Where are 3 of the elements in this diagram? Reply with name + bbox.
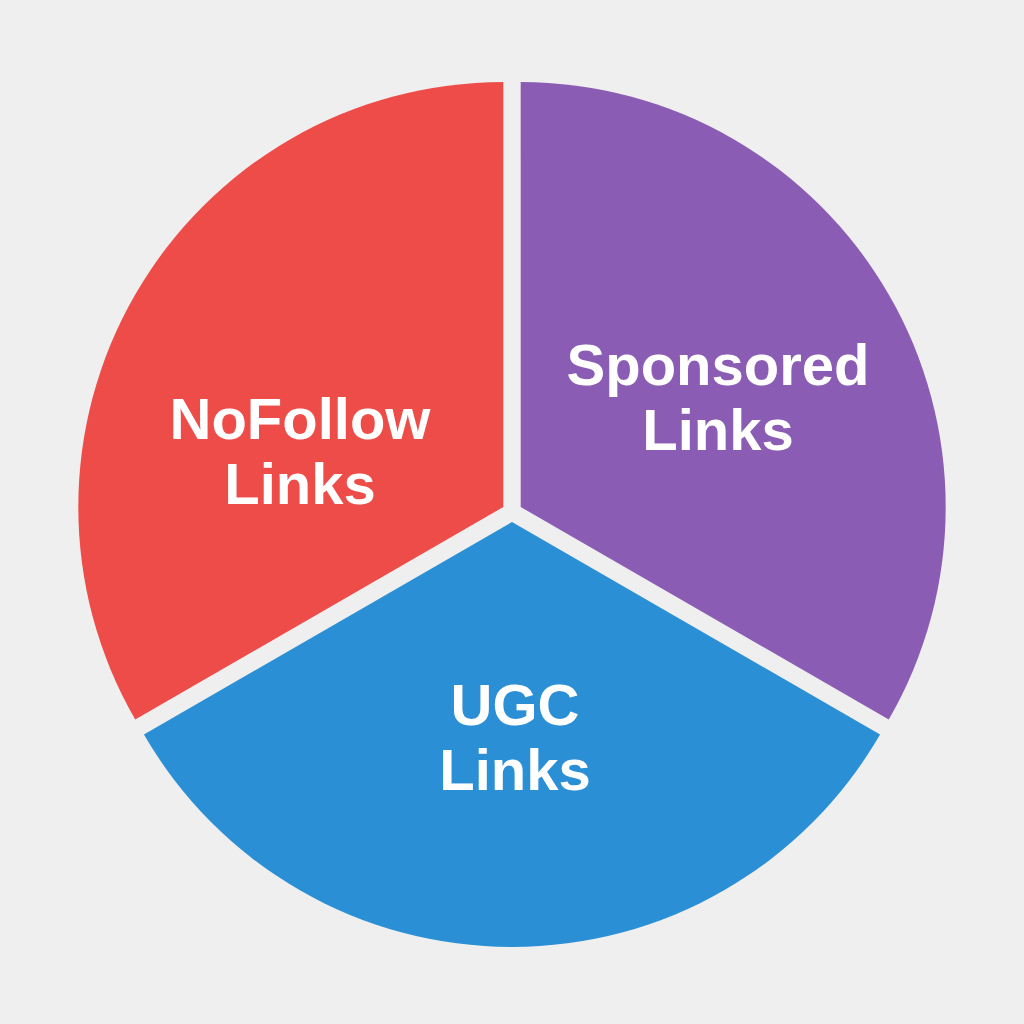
slice-label: Sponsored Links <box>565 333 871 463</box>
slice-label: UGC Links <box>438 673 592 803</box>
slice-label: NoFollow Links <box>168 387 432 517</box>
